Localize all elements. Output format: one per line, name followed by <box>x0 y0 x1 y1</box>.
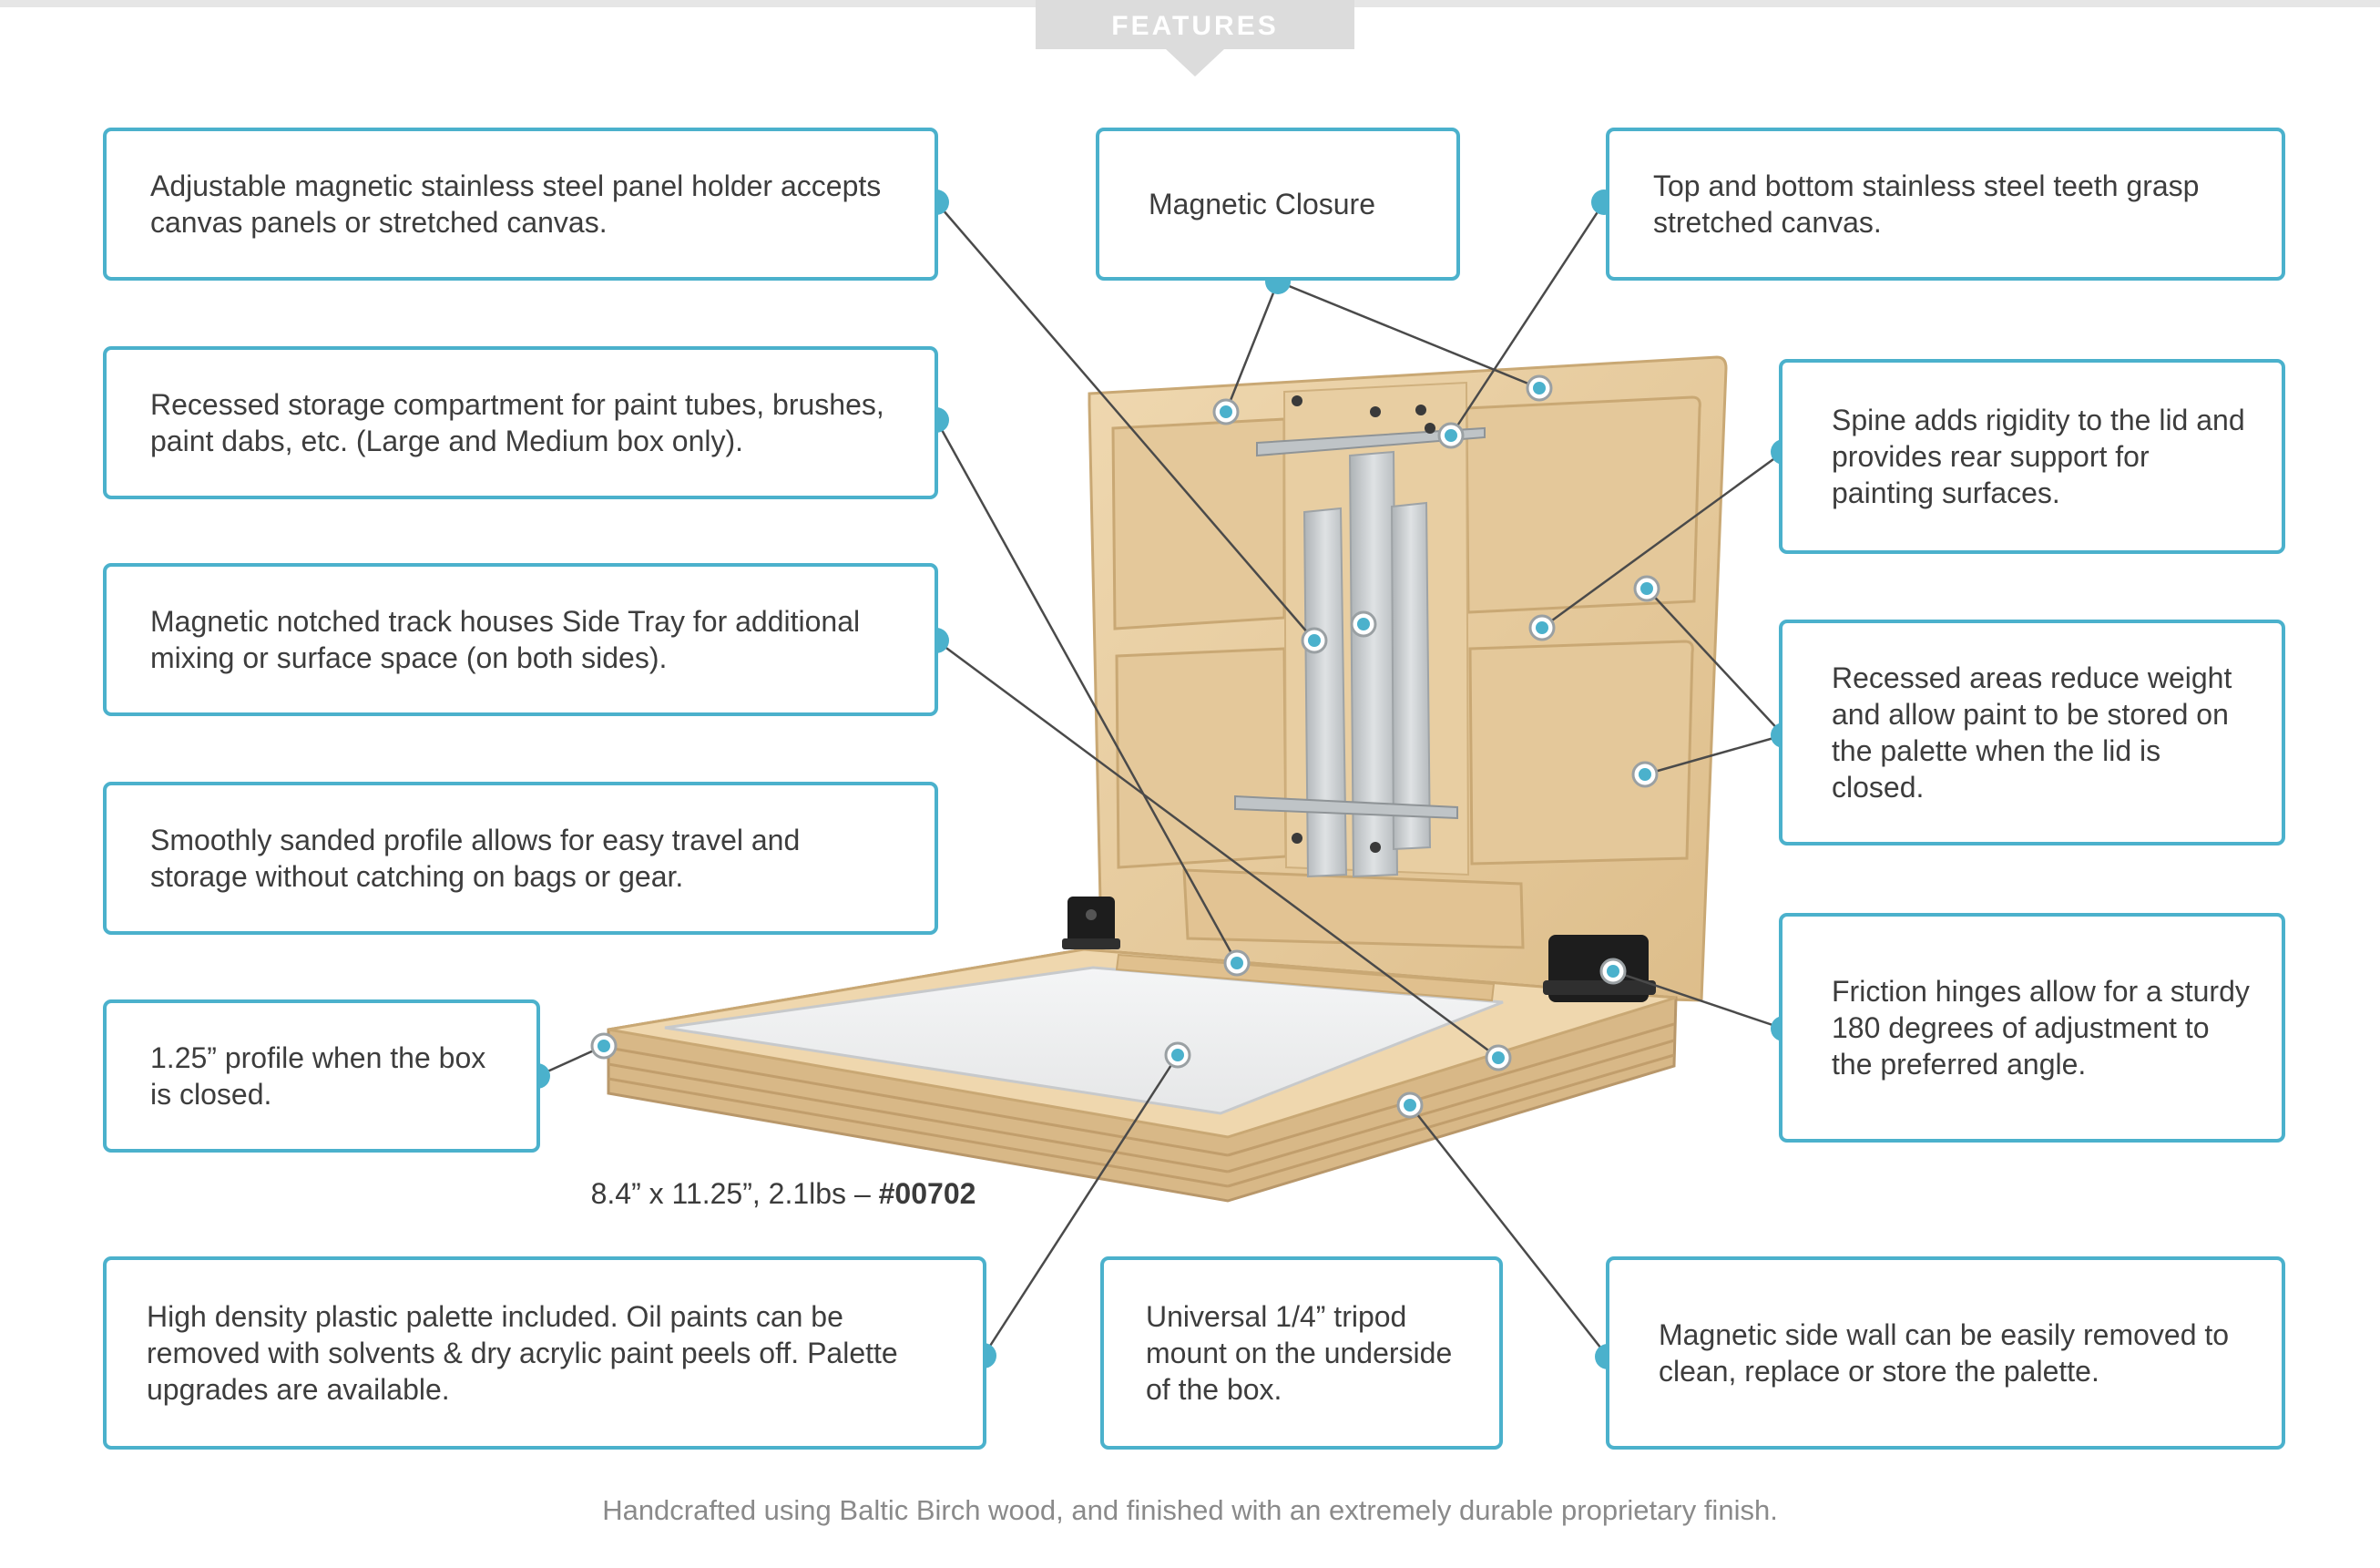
callout-track-text: Magnetic notched track houses Side Tray … <box>150 605 861 674</box>
callout-recessed-areas: Recessed areas reduce weight and allow p… <box>1779 620 2285 845</box>
callout-storage-text: Recessed storage compartment for paint t… <box>150 388 884 457</box>
callout-profile-text: Smoothly sanded profile allows for easy … <box>150 824 801 893</box>
features-tab-arrow <box>1166 49 1224 77</box>
callout-track: Magnetic notched track houses Side Tray … <box>103 563 938 716</box>
callout-panel-holder: Adjustable magnetic stainless steel pane… <box>103 128 938 281</box>
callout-storage: Recessed storage compartment for paint t… <box>103 346 938 499</box>
hinge-left <box>1062 897 1120 949</box>
callout-tripod-text: Universal 1/4” tripod mount on the under… <box>1146 1300 1453 1406</box>
callout-teeth: Top and bottom stainless steel teeth gra… <box>1606 128 2285 281</box>
callout-closed-text: 1.25” profile when the box is closed. <box>150 1041 486 1111</box>
callout-spine: Spine adds rigidity to the lid and provi… <box>1779 359 2285 554</box>
callout-hinges: Friction hinges allow for a sturdy 180 d… <box>1779 913 2285 1143</box>
callout-closed: 1.25” profile when the box is closed. <box>103 999 540 1153</box>
callout-panel-holder-text: Adjustable magnetic stainless steel pane… <box>150 169 882 239</box>
callout-side-wall: Magnetic side wall can be easily removed… <box>1606 1256 2285 1450</box>
callout-profile: Smoothly sanded profile allows for easy … <box>103 782 938 935</box>
features-tab: FEATURES <box>1036 0 1354 49</box>
callout-side-wall-text: Magnetic side wall can be easily removed… <box>1659 1318 2230 1388</box>
callout-closure-text: Magnetic Closure <box>1149 188 1375 220</box>
callout-teeth-text: Top and bottom stainless steel teeth gra… <box>1653 169 2200 239</box>
callout-recessed-areas-text: Recessed areas reduce weight and allow p… <box>1832 661 2232 804</box>
box-lid <box>1088 355 1728 1002</box>
callout-palette: High density plastic palette included. O… <box>103 1256 986 1450</box>
spec-dimensions: 8.4” x 11.25”, 2.1lbs – <box>590 1177 879 1210</box>
footer-note: Handcrafted using Baltic Birch wood, and… <box>602 1494 1778 1526</box>
hinge-right <box>1543 935 1656 1002</box>
spec-line: 8.4” x 11.25”, 2.1lbs – #00702 <box>546 1177 1020 1211</box>
callout-tripod: Universal 1/4” tripod mount on the under… <box>1100 1256 1503 1450</box>
spec-item-number: #00702 <box>878 1177 976 1210</box>
callout-closure: Magnetic Closure <box>1096 128 1460 281</box>
callout-hinges-text: Friction hinges allow for a sturdy 180 d… <box>1832 975 2250 1081</box>
callout-spine-text: Spine adds rigidity to the lid and provi… <box>1832 404 2245 509</box>
callout-palette-text: High density plastic palette included. O… <box>147 1300 898 1406</box>
box-base <box>607 948 1678 1203</box>
leader-lines <box>536 201 1784 1358</box>
target-dots <box>590 374 1660 1119</box>
